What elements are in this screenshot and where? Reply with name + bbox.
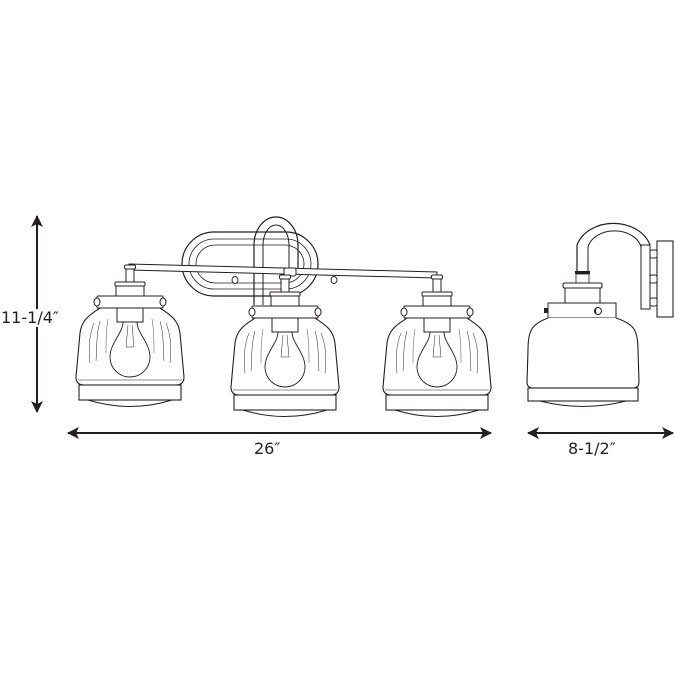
lamp-left <box>75 264 185 408</box>
front-view <box>75 216 492 418</box>
height-dimension-label: 11-1/4″ <box>0 308 60 327</box>
width-dimension-label: 26″ <box>254 439 281 458</box>
side-view <box>526 222 674 407</box>
lamp-right <box>382 274 492 418</box>
depth-dimension-label: 8-1/2″ <box>568 439 616 458</box>
